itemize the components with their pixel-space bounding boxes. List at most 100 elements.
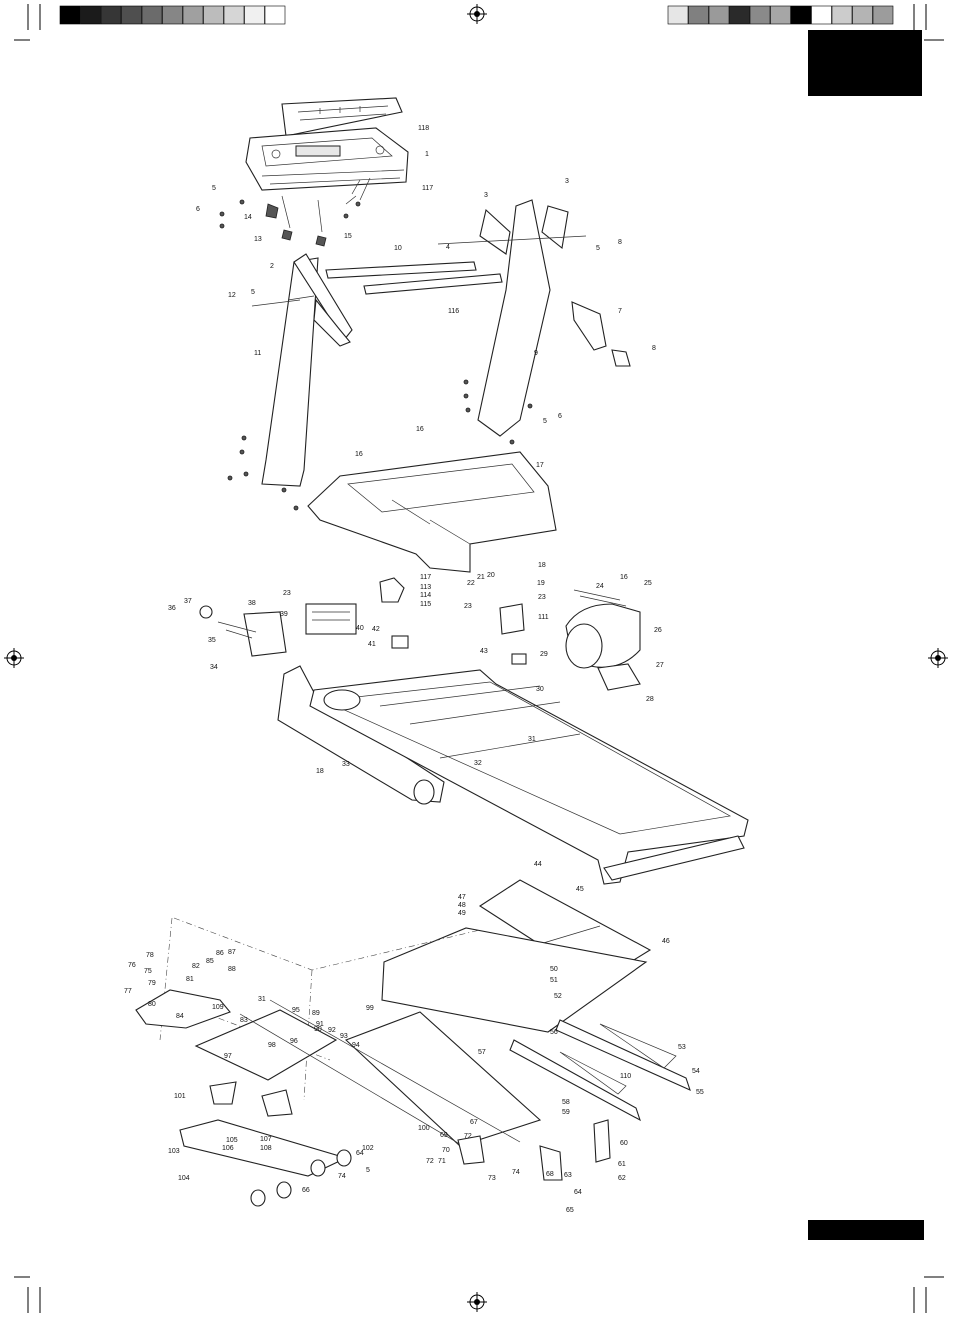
part-number-label: 30 — [536, 686, 544, 693]
color-swatch — [811, 5, 832, 25]
part-number-label: 54 — [692, 1068, 700, 1075]
color-swatch — [688, 5, 709, 25]
part-number-label: 74 — [512, 1169, 520, 1176]
part-number-label: 84 — [176, 1013, 184, 1020]
part-number-label: 108 — [260, 1145, 272, 1152]
part-number-label: 47 — [458, 894, 466, 901]
part-number-label: 72 — [426, 1158, 434, 1165]
part-number-label: 23 — [283, 590, 291, 597]
part-number-label: 95 — [292, 1007, 300, 1014]
part-number-label: 34 — [210, 664, 218, 671]
left-color-calibration-bar — [59, 5, 286, 25]
part-number-label: 90 — [314, 1026, 322, 1033]
part-number-label: 103 — [168, 1148, 180, 1155]
part-number-label: 29 — [540, 651, 548, 658]
part-number-label: 14 — [244, 214, 252, 221]
part-number-label: 50 — [550, 966, 558, 973]
color-swatch — [59, 5, 81, 25]
part-number-label: 23 — [464, 603, 472, 610]
color-swatch — [264, 5, 286, 25]
part-number-label: 78 — [146, 952, 154, 959]
part-number-label: 89 — [312, 1010, 320, 1017]
part-number-label: 57 — [478, 1049, 486, 1056]
part-number-label: 105 — [226, 1137, 238, 1144]
color-swatch — [80, 5, 101, 25]
registration-mark-icon — [467, 4, 487, 24]
part-number-label: 37 — [184, 598, 192, 605]
part-number-label: 65 — [566, 1207, 574, 1214]
part-number-label: 97 — [224, 1053, 232, 1060]
part-number-label: 86 — [216, 950, 224, 957]
color-swatch — [100, 5, 122, 25]
part-number-label: 83 — [240, 1017, 248, 1024]
part-number-label: 82 — [192, 963, 200, 970]
part-number-label: 16 — [355, 451, 363, 458]
part-number-label: 55 — [696, 1089, 704, 1096]
part-number-label: 4 — [446, 244, 450, 251]
part-number-label: 101 — [174, 1093, 186, 1100]
part-number-label: 107 — [260, 1136, 272, 1143]
part-number-label: 18 — [538, 562, 546, 569]
part-number-label: 106 — [222, 1145, 234, 1152]
part-number-label: 88 — [228, 966, 236, 973]
color-swatch — [182, 5, 204, 25]
part-number-label: 64 — [356, 1150, 364, 1157]
part-number-label: 113 — [420, 584, 431, 591]
color-swatch — [831, 5, 853, 25]
part-number-label: 49 — [458, 910, 466, 917]
color-swatch — [708, 5, 730, 25]
part-number-label: 21 — [477, 574, 485, 581]
part-number-label: 77 — [124, 988, 132, 995]
color-swatch — [852, 5, 873, 25]
crop-marks — [14, 4, 944, 1313]
part-number-label: 114 — [420, 592, 431, 599]
part-number-label: 3 — [565, 178, 569, 185]
part-number-label: 94 — [352, 1042, 360, 1049]
part-number-label: 6 — [558, 413, 562, 420]
corner-tab — [808, 30, 922, 96]
part-number-label: 59 — [562, 1109, 570, 1116]
color-swatch — [770, 5, 791, 25]
part-number-label: 12 — [228, 292, 236, 299]
part-number-label: 2 — [270, 263, 274, 270]
treadmill-frame — [277, 665, 749, 885]
motor-hood — [307, 451, 557, 573]
part-number-label: 74 — [338, 1173, 346, 1180]
part-number-label: 52 — [554, 993, 562, 1000]
part-number-label: 31 — [258, 996, 266, 1003]
part-number-label: 110 — [620, 1073, 631, 1080]
part-number-label: 69 — [440, 1132, 448, 1139]
part-number-label: 42 — [372, 626, 380, 633]
part-number-label: 28 — [646, 696, 654, 703]
base-frame — [135, 917, 611, 1207]
color-swatch — [121, 5, 142, 25]
part-number-label: 118 — [418, 125, 429, 132]
part-number-label: 39 — [280, 611, 288, 618]
part-number-label: 27 — [656, 662, 664, 669]
part-number-label: 66 — [302, 1187, 310, 1194]
part-number-label: 80 — [148, 1001, 156, 1008]
part-number-label: 43 — [480, 648, 488, 655]
part-number-label: 13 — [254, 236, 262, 243]
part-number-label: 20 — [487, 572, 495, 579]
part-number-label: 116 — [448, 308, 459, 315]
part-number-label: 46 — [662, 938, 670, 945]
part-number-label: 117 — [420, 574, 431, 581]
part-number-label: 5 — [596, 245, 600, 252]
part-number-label: 99 — [366, 1005, 374, 1012]
part-number-label: 19 — [537, 580, 545, 587]
part-number-label: 56 — [550, 1029, 558, 1036]
motor-and-controller — [199, 577, 641, 691]
part-number-label: 8 — [618, 239, 622, 246]
part-number-label: 23 — [538, 594, 546, 601]
console-assembly — [219, 97, 409, 247]
part-number-label: 5 — [251, 289, 255, 296]
part-number-label: 10 — [394, 245, 402, 252]
registration-mark-icon — [928, 648, 948, 668]
part-number-label: 100 — [418, 1125, 430, 1132]
part-number-label: 61 — [618, 1161, 626, 1168]
part-number-label: 22 — [467, 580, 475, 587]
color-swatch — [749, 5, 771, 25]
